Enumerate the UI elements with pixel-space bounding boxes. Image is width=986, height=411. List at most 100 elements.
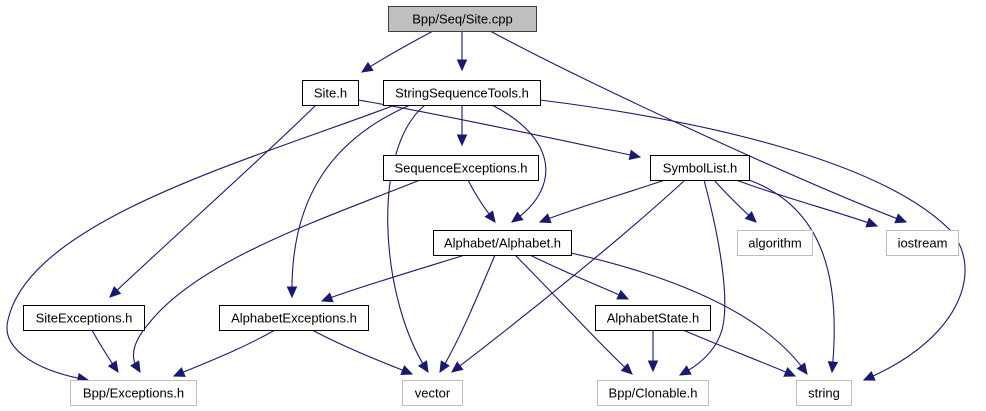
edge-symbollist_h-to-clonable_h [678, 179, 726, 376]
node-site-h[interactable]: Site.h [302, 80, 359, 106]
edge-line [539, 179, 666, 223]
node-alphabetexceptions-h[interactable]: AlphabetExceptions.h [219, 305, 369, 331]
edge-alphabet_h-to-vector [439, 254, 496, 374]
node-siteexceptions-h[interactable]: SiteExceptions.h [23, 305, 145, 331]
node-box [388, 6, 537, 32]
edge-line [6, 104, 396, 381]
edge-line [173, 329, 276, 377]
edge-seqexceptions_h-to-alphabet_h [467, 179, 496, 223]
node-label: iostream [898, 236, 948, 251]
arrowhead-icon [511, 211, 524, 223]
edge-stringseqtools_h-to-alphabet_h [491, 104, 547, 223]
node-vector: vector [402, 380, 463, 406]
edge-symbollist_h-to-string [748, 179, 839, 374]
node-label: AlphabetExceptions.h [231, 311, 357, 326]
edge-stringseqtools_h-to-vector [387, 104, 429, 374]
edge-stringseqtools_h-to-seqexceptions_h [456, 105, 468, 147]
edge-line [570, 252, 808, 375]
node-label: Bpp/Seq/Site.cpp [412, 12, 512, 27]
edge-line [361, 30, 434, 73]
node-box [383, 80, 541, 106]
node-label: SiteExceptions.h [36, 311, 133, 326]
edge-line [109, 104, 317, 298]
node-stringseqtools-h[interactable]: StringSequenceTools.h [383, 80, 541, 106]
edge-line [713, 179, 757, 223]
node-algorithm: algorithm [737, 230, 813, 256]
node-label: Bpp/Exceptions.h [83, 386, 184, 401]
node-label: SymbolList.h [663, 161, 737, 176]
edge-seqexceptions_h-to-exceptions_h [130, 179, 421, 374]
node-box [433, 230, 572, 256]
edge-alphabet_h-to-clonable_h [514, 254, 633, 375]
arrowhead-icon [678, 365, 692, 376]
edge-stringseqtools_h-to-alphabetexceptions_h [286, 104, 411, 299]
edge-line [748, 179, 835, 373]
arrowhead-icon [796, 362, 808, 375]
edge-line [679, 179, 726, 376]
edge-alphabetstate_h-to-clonable_h [647, 330, 659, 373]
edge-stringseqtools_h-to-exceptions_h [6, 104, 396, 384]
edge-line [291, 104, 411, 298]
arrowhead-icon [320, 292, 334, 303]
node-label: AlphabetState.h [607, 311, 700, 326]
node-box [597, 380, 709, 406]
edge-alphabet_h-to-string [570, 252, 808, 375]
node-box [219, 305, 369, 331]
arrowhead-icon [827, 361, 839, 374]
arrowhead-icon [744, 211, 757, 223]
edge-line [321, 254, 466, 302]
node-symbollist-h[interactable]: SymbolList.h [650, 155, 750, 181]
edge-symbollist_h-to-algorithm [713, 179, 757, 223]
node-clonable-h: Bpp/Clonable.h [597, 380, 709, 406]
edge-line [311, 329, 413, 375]
node-label: vector [415, 386, 451, 401]
edge-line [735, 179, 878, 227]
node-string: string [796, 380, 852, 406]
edge-line [387, 104, 429, 373]
arrowhead-icon [894, 213, 908, 224]
node-label: SequenceExceptions.h [395, 161, 528, 176]
node-box [402, 380, 463, 406]
edge-alphabetstate_h-to-string [682, 329, 797, 377]
arrowhead-icon [286, 286, 298, 299]
node-box [23, 305, 145, 331]
edge-line [439, 254, 496, 373]
arrowhead-icon [107, 360, 119, 374]
edge-line [91, 329, 119, 373]
node-site-cpp[interactable]: Bpp/Seq/Site.cpp [388, 6, 537, 32]
node-label: Alphabet/Alphabet.h [444, 236, 561, 251]
node-alphabetstate-h[interactable]: AlphabetState.h [595, 305, 711, 331]
edge-line [489, 30, 907, 223]
edge-alphabetexceptions_h-to-vector [311, 329, 414, 375]
edge-site_cpp-to-stringseqtools_h [456, 31, 468, 72]
arrowhead-icon [628, 149, 642, 160]
edge-symbollist_h-to-alphabet_h [538, 179, 666, 224]
edge-line [514, 254, 633, 375]
node-label: Site.h [314, 86, 347, 101]
node-box [796, 380, 852, 406]
node-iostream: iostream [886, 230, 959, 256]
arrowhead-icon [439, 360, 450, 374]
edge-line [529, 254, 629, 300]
arrowhead-icon [360, 61, 374, 73]
edge-site_h-to-siteexceptions_h [109, 104, 317, 298]
node-seqexceptions-h[interactable]: SequenceExceptions.h [383, 155, 539, 181]
arrowhead-icon [647, 360, 659, 373]
edge-stringseqtools_h-to-string [539, 99, 966, 381]
node-box [302, 80, 359, 106]
edge-line [491, 104, 547, 223]
edge-line [682, 329, 796, 377]
arrowhead-icon [456, 59, 468, 72]
edge-alphabet_h-to-alphabetstate_h [529, 254, 630, 300]
edge-line [132, 179, 421, 373]
edge-symbollist_h-to-iostream [735, 179, 879, 228]
node-box [886, 230, 959, 256]
node-alphabet-h[interactable]: Alphabet/Alphabet.h [433, 230, 572, 256]
edge-site_cpp-to-iostream [489, 30, 908, 224]
edge-site_cpp-to-site_h [360, 30, 434, 73]
arrowhead-icon [862, 370, 876, 381]
node-box [737, 230, 813, 256]
arrowhead-icon [172, 367, 186, 377]
